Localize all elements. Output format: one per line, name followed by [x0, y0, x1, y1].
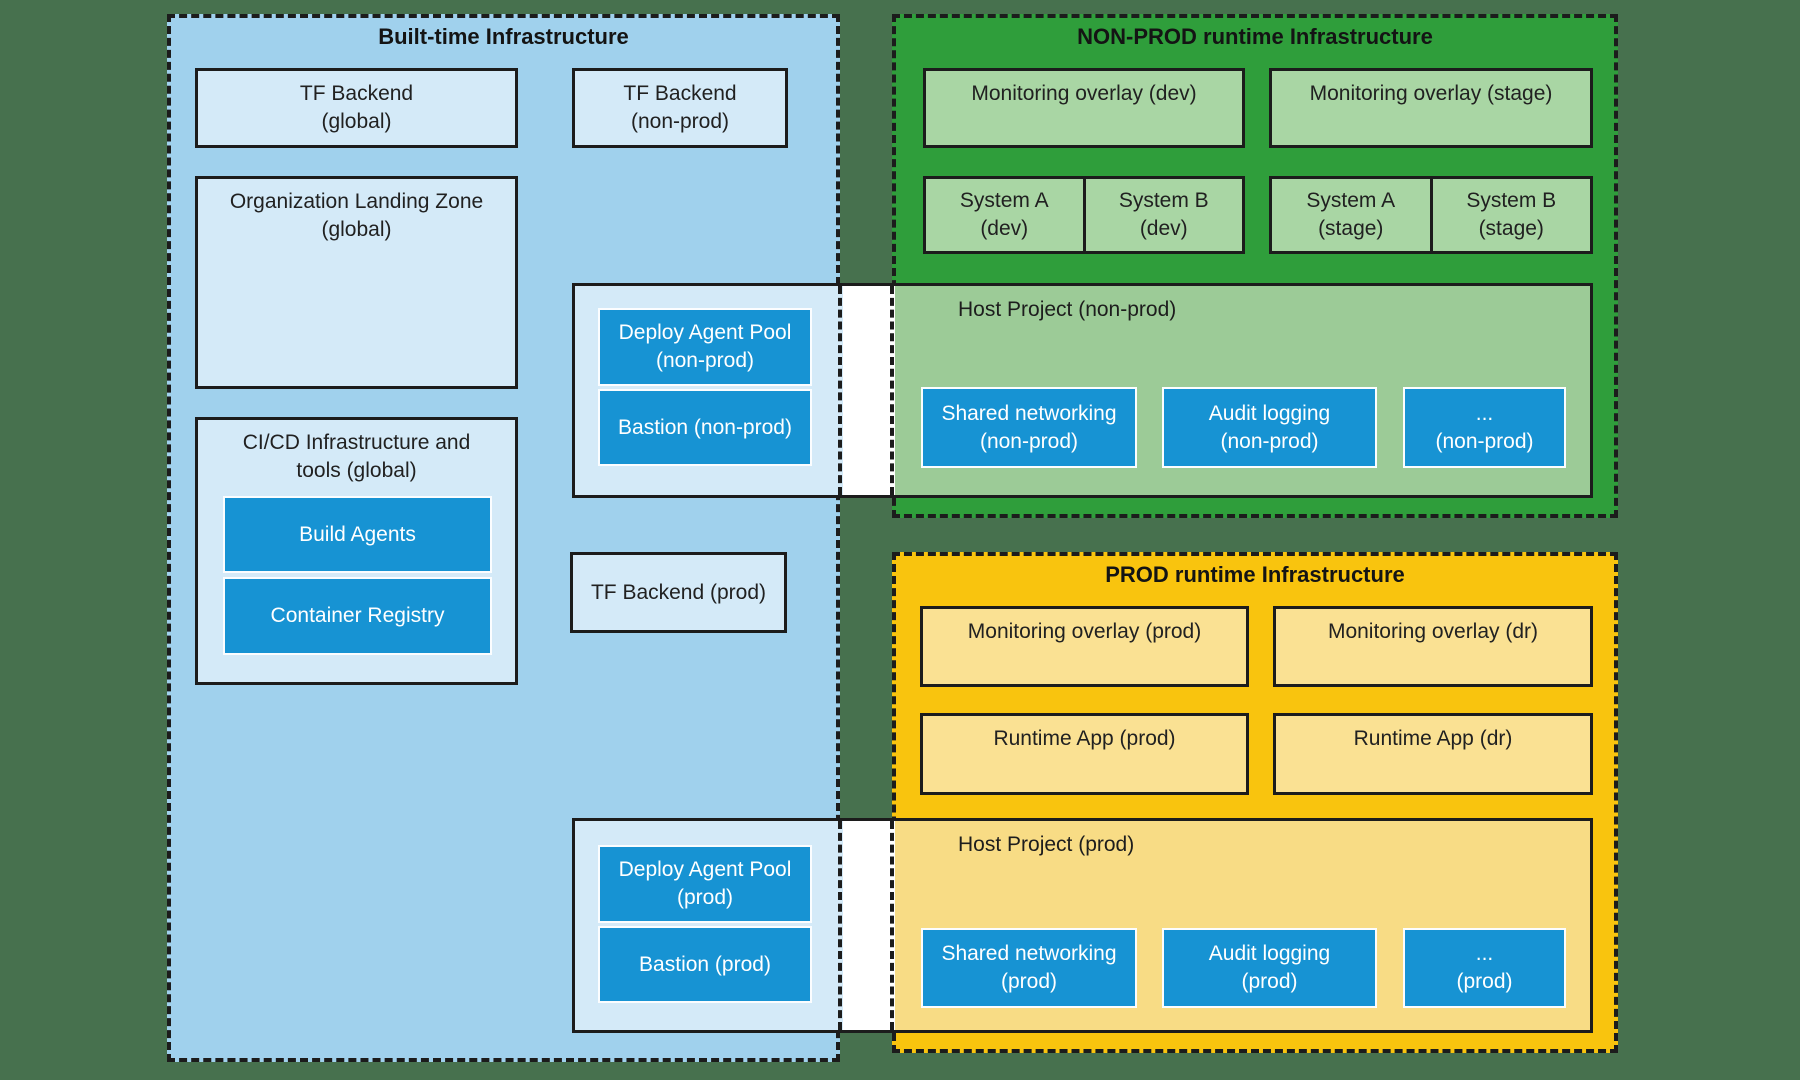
tf-backend-nonprod-box: TF Backend (non-prod) — [572, 68, 788, 148]
system-a-dev-box: System A (dev) — [926, 179, 1083, 251]
shared-networking-nonprod-box: Shared networking (non-prod) — [921, 387, 1137, 468]
deploy-agent-pool-nonprod-box: Deploy Agent Pool (non-prod) — [598, 308, 812, 386]
more-services-prod-box: ... (prod) — [1403, 928, 1566, 1008]
tf-backend-global-box: TF Backend (global) — [195, 68, 518, 148]
system-a-stage-box: System A (stage) — [1272, 179, 1430, 251]
bastion-nonprod-box: Bastion (non-prod) — [598, 389, 812, 466]
nonprod-zone-border-overlap-dash — [890, 286, 894, 495]
host-project-nonprod-title: Host Project (non-prod) — [958, 298, 1177, 321]
org-landing-zone-box: Organization Landing Zone (global) — [195, 176, 518, 389]
audit-logging-nonprod-box: Audit logging (non-prod) — [1162, 387, 1377, 468]
monitoring-overlay-prod-box: Monitoring overlay (prod) — [920, 606, 1249, 687]
monitoring-overlay-stage-box: Monitoring overlay (stage) — [1269, 68, 1593, 148]
host-project-prod-box: Host Project (prod) Deploy Agent Pool (p… — [572, 818, 1593, 1033]
more-services-nonprod-box: ... (non-prod) — [1403, 387, 1566, 468]
shared-networking-prod-box: Shared networking (prod) — [921, 928, 1137, 1008]
built-time-zone-border-overlap-dash — [838, 286, 842, 495]
prod-zone-border-overlap-dash — [890, 821, 894, 1030]
nonprod-title: NON-PROD runtime Infrastructure — [1077, 24, 1433, 49]
build-agents-box: Build Agents — [223, 496, 492, 573]
host-project-prod-title: Host Project (prod) — [958, 833, 1135, 856]
runtime-app-dr-box: Runtime App (dr) — [1273, 713, 1593, 795]
host-project-nonprod-box: Host Project (non-prod) Deploy Agent Poo… — [572, 283, 1593, 498]
built-time-zone-border-overlap-dash — [838, 821, 842, 1030]
deploy-agent-pool-prod-box: Deploy Agent Pool (prod) — [598, 845, 812, 923]
tf-backend-prod-box: TF Backend (prod) — [570, 552, 787, 633]
audit-logging-prod-box: Audit logging (prod) — [1162, 928, 1377, 1008]
monitoring-overlay-dev-box: Monitoring overlay (dev) — [923, 68, 1245, 148]
system-stage-row: System A (stage) System B (stage) — [1269, 176, 1593, 254]
container-registry-box: Container Registry — [223, 577, 492, 655]
runtime-app-prod-box: Runtime App (prod) — [920, 713, 1249, 795]
system-b-dev-box: System B (dev) — [1082, 179, 1242, 251]
system-b-stage-box: System B (stage) — [1429, 179, 1590, 251]
bastion-prod-box: Bastion (prod) — [598, 926, 812, 1003]
prod-title: PROD runtime Infrastructure — [1105, 562, 1405, 587]
system-dev-row: System A (dev) System B (dev) — [923, 176, 1245, 254]
monitoring-overlay-dr-box: Monitoring overlay (dr) — [1273, 606, 1593, 687]
built-time-title: Built-time Infrastructure — [378, 24, 629, 49]
